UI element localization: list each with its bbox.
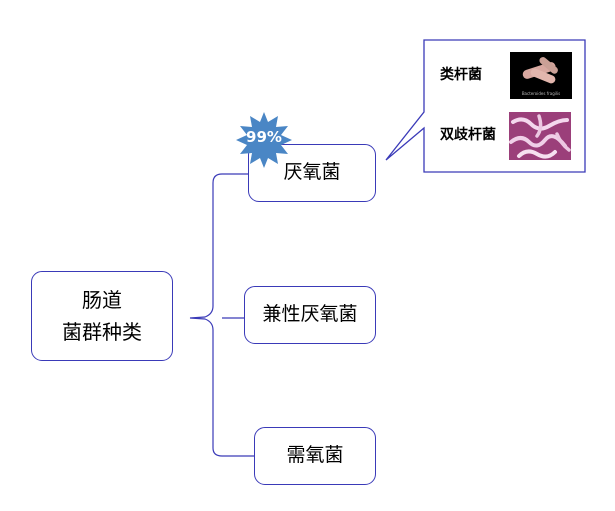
category-node-aerobe[interactable]: 需氧菌 <box>254 427 376 485</box>
root-title-line1: 肠道 <box>82 288 122 312</box>
bacteroides-caption: Bacteroides fragilis <box>522 91 560 96</box>
category-label-facultative: 兼性厌氧菌 <box>262 303 358 326</box>
bifidobacterium-image <box>509 112 571 160</box>
category-label-anaerobe: 厌氧菌 <box>283 161 341 184</box>
callout-item-bifidobacterium-label: 双歧杆菌 <box>440 127 496 143</box>
percentage-starburst-icon <box>236 112 292 168</box>
bacteroides-illustration: Bacteroides fragilis <box>522 57 560 96</box>
root-title-line2: 菌群种类 <box>62 320 142 344</box>
percentage-badge-text: 99% <box>246 128 282 146</box>
category-node-facultative[interactable]: 兼性厌氧菌 <box>244 286 376 344</box>
bacteroides-image: Bacteroides fragilis <box>510 52 572 99</box>
bifidobacterium-illustration <box>509 114 571 159</box>
bracket-connector <box>189 173 254 457</box>
callout-item-bacteroides-label: 类杆菌 <box>440 67 482 83</box>
category-label-aerobe: 需氧菌 <box>286 444 344 467</box>
root-node[interactable]: 肠道 菌群种类 <box>31 271 173 361</box>
